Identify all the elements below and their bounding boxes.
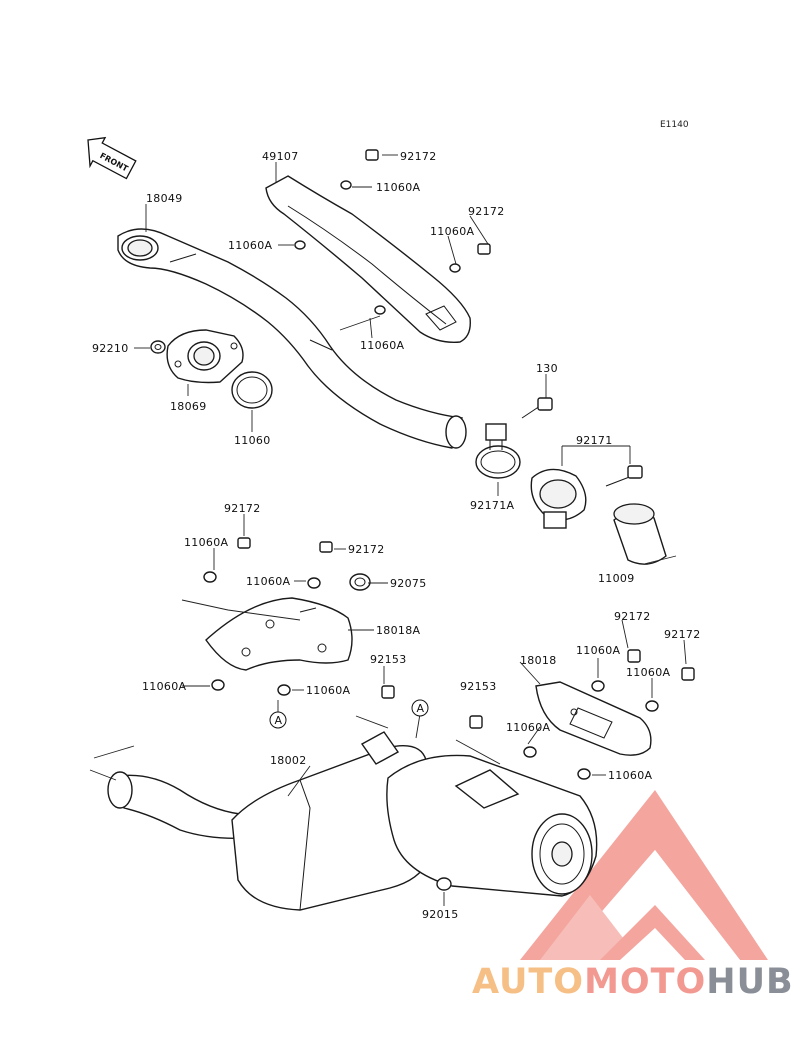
label-11060a-c: 11060A xyxy=(184,536,228,549)
sleeve-11009 xyxy=(613,503,667,565)
washers-and-bolts xyxy=(203,149,695,891)
label-92153-b: 92153 xyxy=(460,680,497,693)
label-92210: 92210 xyxy=(92,342,129,355)
label-18002: 18002 xyxy=(270,754,307,767)
label-11060a-e: 11060A xyxy=(142,680,186,693)
clamp-92171 xyxy=(530,465,643,529)
label-11060a-left: 11060A xyxy=(228,239,272,252)
heat-guard-18018a xyxy=(205,597,353,671)
nut-92210 xyxy=(150,340,166,354)
label-11060a-right: 11060A xyxy=(430,225,474,238)
front-arrow-icon: FRONT xyxy=(87,136,137,180)
label-11060a-d: 11060A xyxy=(246,575,290,588)
reference-a-right: A xyxy=(411,699,429,717)
watermark-logo-icon xyxy=(520,790,768,960)
label-18049: 18049 xyxy=(146,192,183,205)
label-92172-b: 92172 xyxy=(468,205,505,218)
label-18018a: 18018A xyxy=(376,624,420,637)
label-11060: 11060 xyxy=(234,434,271,447)
part-labels: 49107 92172 11060A 92172 11060A 18049 11… xyxy=(92,150,701,921)
label-92172-e: 92172 xyxy=(614,610,651,623)
heat-guard-49107 xyxy=(265,175,471,343)
brand-part-auto: AUTO xyxy=(472,962,585,1002)
label-92075: 92075 xyxy=(390,577,427,590)
label-130: 130 xyxy=(536,362,558,375)
clamp-92171a xyxy=(475,423,521,479)
reference-a-left: A xyxy=(269,711,287,729)
label-11060a-j: 11060A xyxy=(608,769,652,782)
brand-part-hub: HUB xyxy=(706,962,794,1002)
label-92015: 92015 xyxy=(422,908,459,921)
label-11060a-i: 11060A xyxy=(506,721,550,734)
label-11009: 11009 xyxy=(598,572,635,585)
label-92171: 92171 xyxy=(576,434,613,447)
label-92171a: 92171A xyxy=(470,499,514,512)
exhaust-header-18049 xyxy=(117,228,467,449)
svg-text:A: A xyxy=(275,714,283,727)
watermark-brand: AUTOMOTOHUB xyxy=(472,962,794,1002)
label-18069: 18069 xyxy=(170,400,207,413)
gasket-11060 xyxy=(231,371,273,409)
label-49107: 49107 xyxy=(262,150,299,163)
label-92172-d: 92172 xyxy=(348,543,385,556)
label-92172-a: 92172 xyxy=(400,150,437,163)
bolt-130 xyxy=(521,397,553,419)
flange-18069 xyxy=(166,329,244,384)
brand-part-moto: MOTO xyxy=(584,962,707,1002)
label-11060a-g: 11060A xyxy=(576,644,620,657)
label-11060a-h: 11060A xyxy=(626,666,670,679)
label-18018: 18018 xyxy=(520,654,557,667)
muffler-18002 xyxy=(107,731,598,911)
label-92172-f: 92172 xyxy=(664,628,701,641)
label-11060a-f: 11060A xyxy=(306,684,350,697)
label-11060a-mid: 11060A xyxy=(360,339,404,352)
grommet-92075 xyxy=(349,573,371,591)
svg-text:A: A xyxy=(417,702,425,715)
leader-lines xyxy=(89,154,687,906)
diagram-code: E1140 xyxy=(660,120,689,130)
heat-guard-18018 xyxy=(535,681,652,756)
label-11060a-top: 11060A xyxy=(376,181,420,194)
label-92153-a: 92153 xyxy=(370,653,407,666)
label-92172-c: 92172 xyxy=(224,502,261,515)
